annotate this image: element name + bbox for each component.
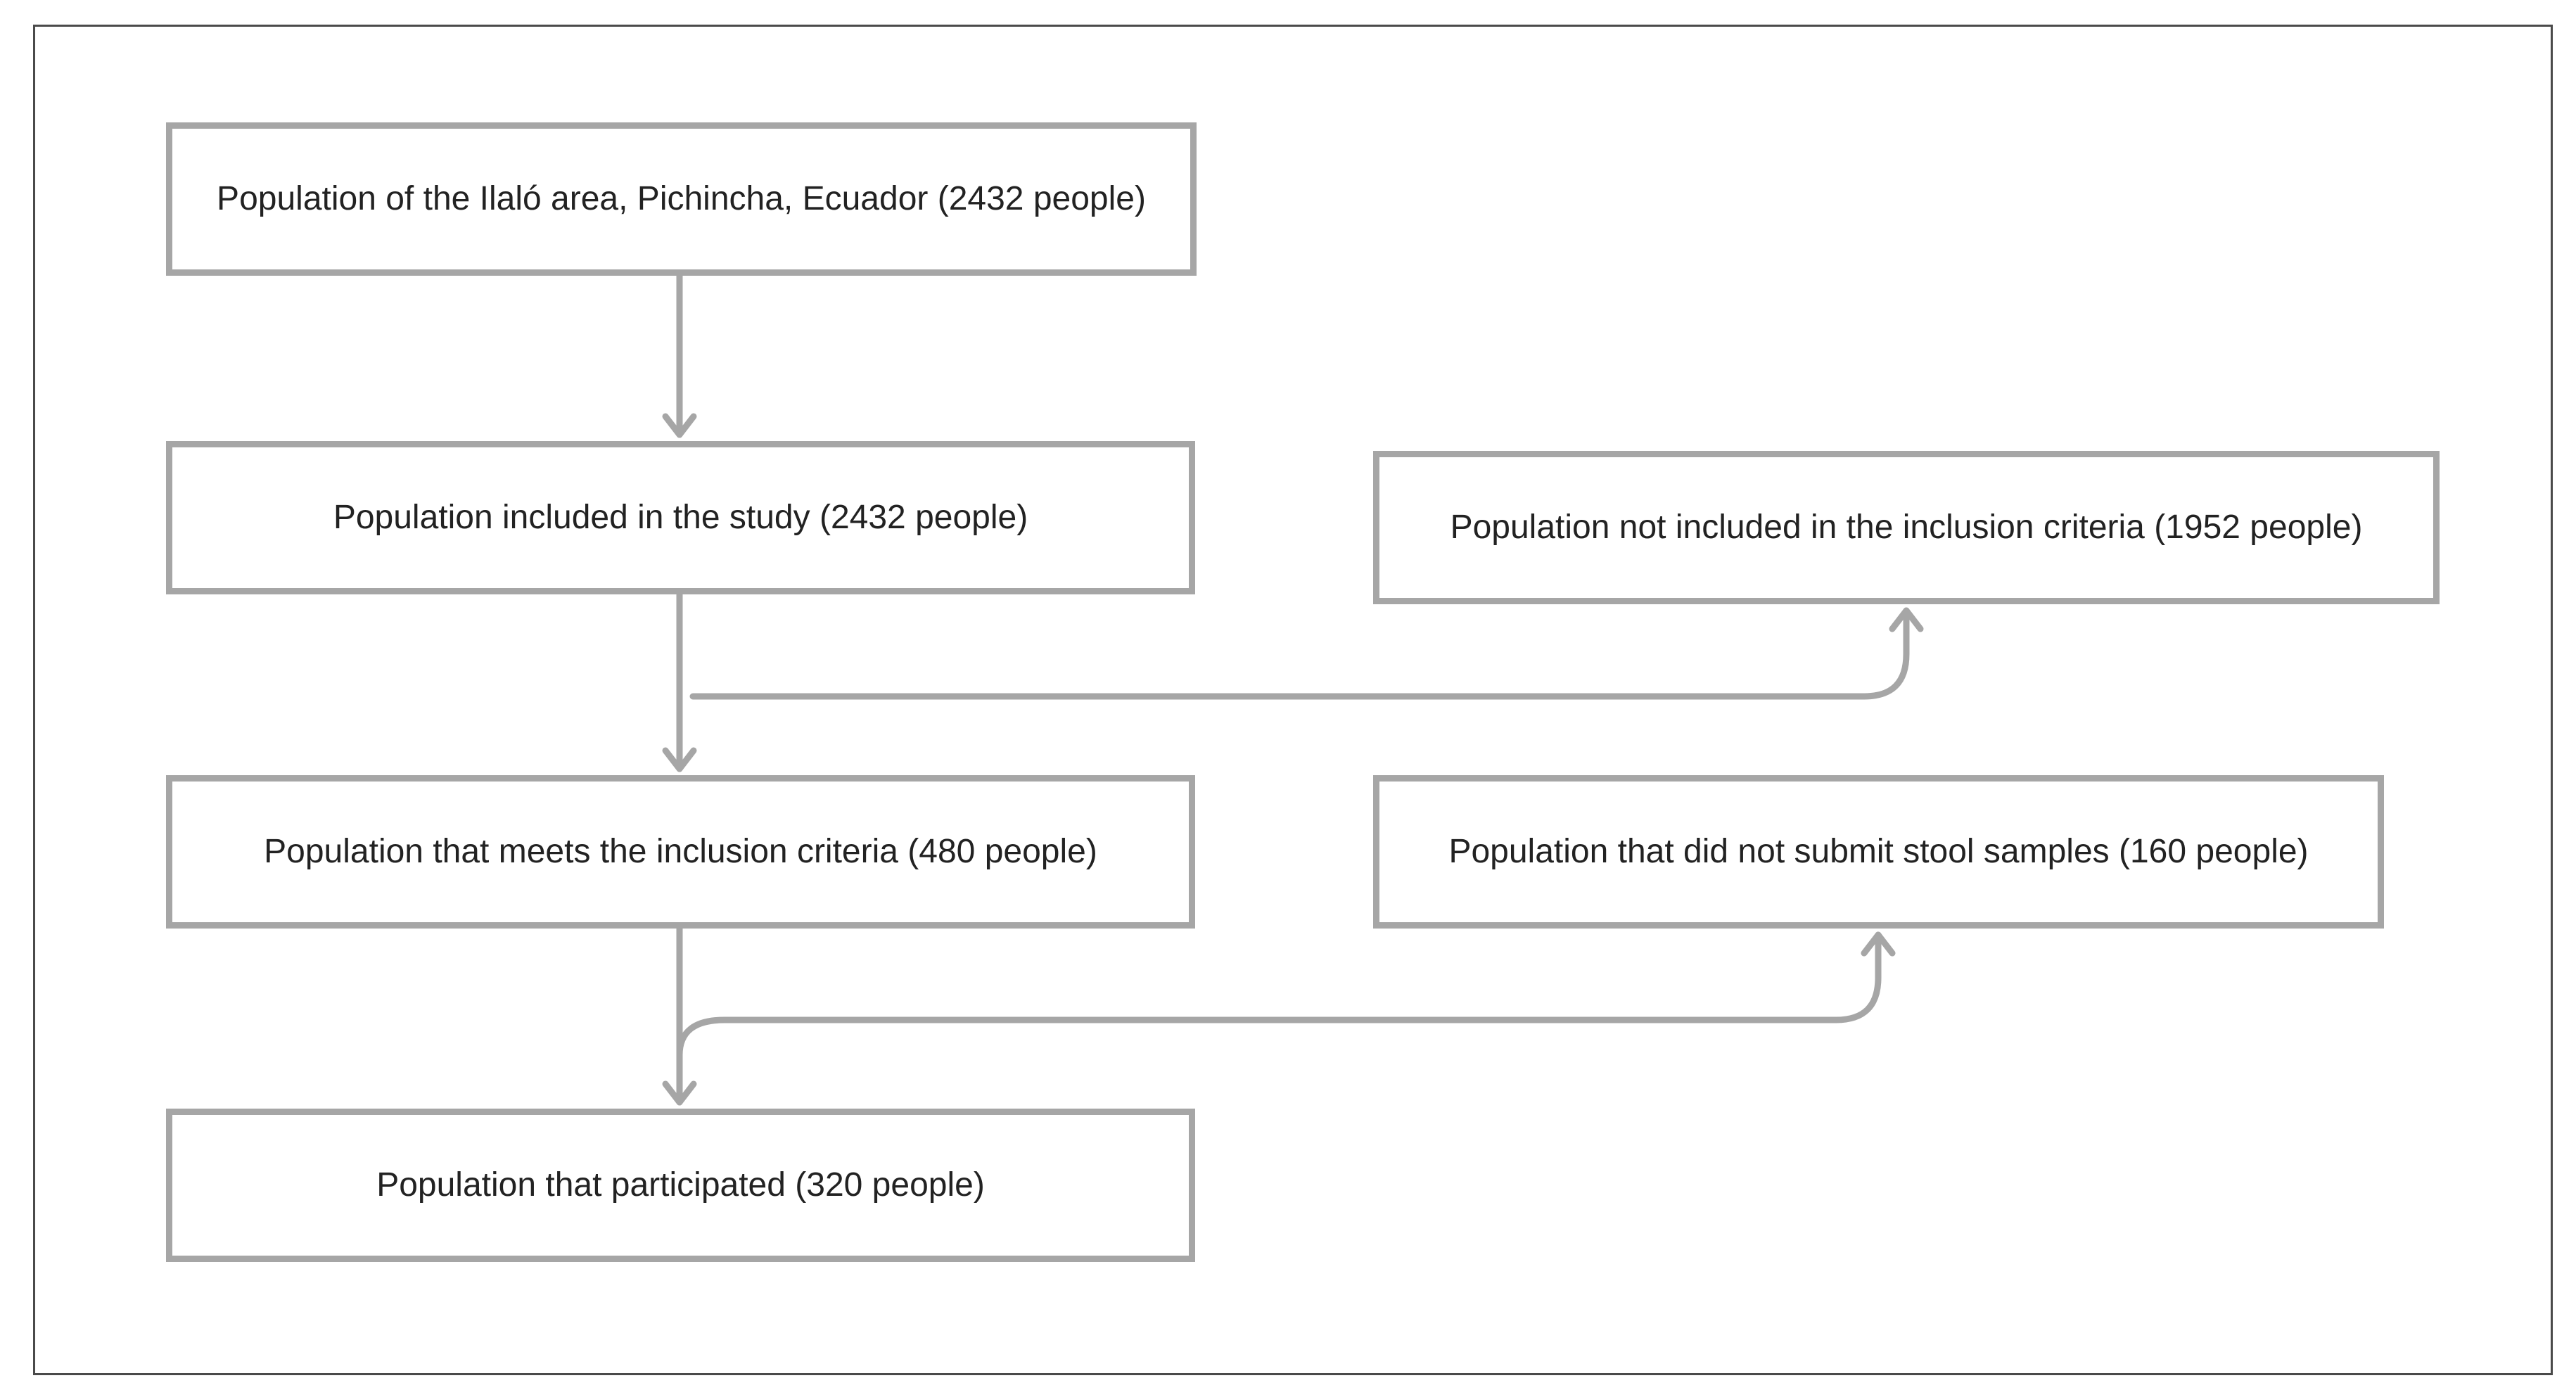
box-not-included: Population not included in the inclusion…: [1373, 451, 2440, 604]
box-included-in-study-label: Population included in the study (2432 p…: [333, 499, 1028, 537]
box-not-included-label: Population not included in the inclusion…: [1450, 509, 2363, 547]
arrowhead-participated: [662, 1080, 697, 1106]
box-participated: Population that participated (320 people…: [166, 1109, 1195, 1262]
branch-to-no-stool: [676, 931, 1882, 1059]
arrowhead-included: [662, 413, 697, 438]
box-included-in-study: Population included in the study (2432 p…: [166, 441, 1195, 594]
arrowhead-no-stool: [1861, 931, 1896, 957]
box-source-population-label: Population of the Ilaló area, Pichincha,…: [217, 180, 1146, 218]
branch-to-not-included: [689, 607, 1910, 700]
figure-frame: [33, 25, 2553, 1375]
box-source-population: Population of the Ilaló area, Pichincha,…: [166, 122, 1197, 276]
box-participated-label: Population that participated (320 people…: [376, 1166, 985, 1204]
box-meets-criteria: Population that meets the inclusion crit…: [166, 775, 1195, 929]
box-no-stool-samples: Population that did not submit stool sam…: [1373, 775, 2384, 929]
arrowhead-not-included: [1889, 607, 1924, 632]
box-no-stool-samples-label: Population that did not submit stool sam…: [1448, 833, 2309, 871]
box-meets-criteria-label: Population that meets the inclusion crit…: [264, 833, 1097, 871]
arrowhead-meets: [662, 747, 697, 772]
